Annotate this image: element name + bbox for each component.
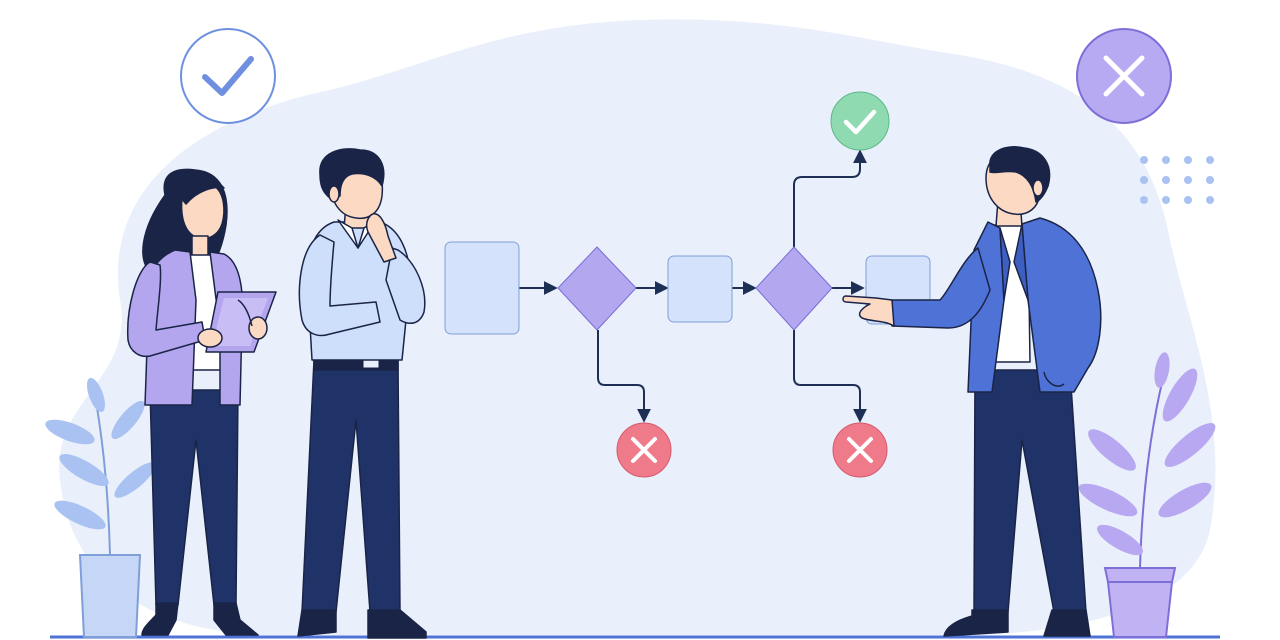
woman-with-tablet — [127, 168, 277, 636]
process-box-2 — [667, 255, 733, 323]
x-circle-icon — [1076, 28, 1172, 124]
success-icon — [830, 91, 890, 151]
check-circle-icon — [180, 28, 276, 124]
plant-right — [1078, 352, 1216, 638]
failure-icon-2 — [832, 422, 888, 478]
connector-fail-1 — [597, 330, 651, 423]
dot-grid-icon — [1140, 156, 1214, 204]
decision-diamond-1 — [557, 246, 637, 331]
plant-left — [45, 377, 156, 638]
failure-icon-1 — [616, 422, 672, 478]
connector-fail-2 — [793, 330, 867, 423]
decision-diamond-2 — [755, 246, 833, 331]
process-box-1 — [444, 241, 520, 335]
pointing-man — [842, 146, 1102, 637]
thinking-man — [297, 148, 427, 639]
flowchart — [444, 91, 931, 478]
connector-success-2 — [793, 149, 867, 248]
